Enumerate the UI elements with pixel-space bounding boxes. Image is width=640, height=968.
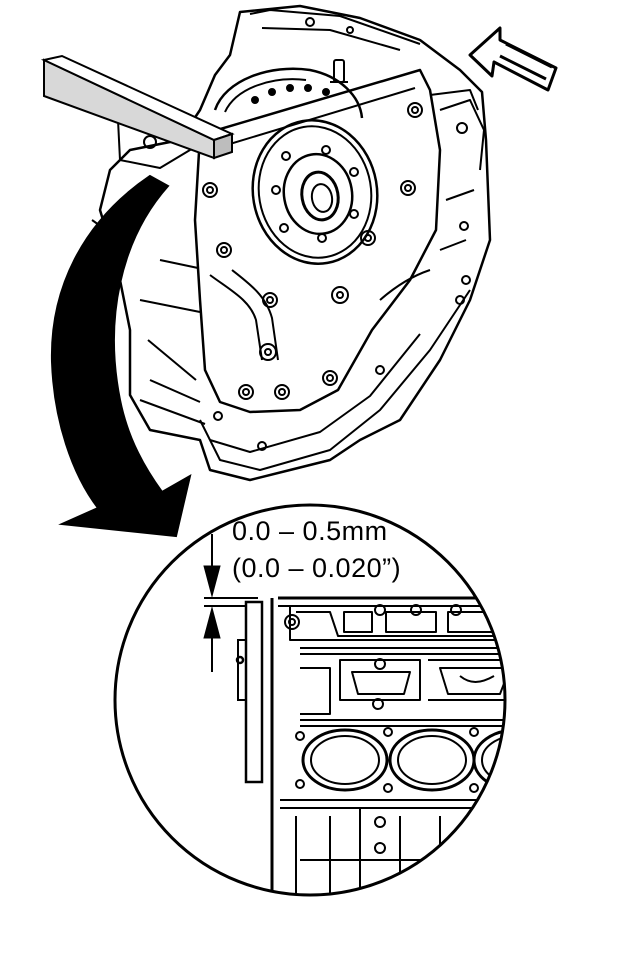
engine-block-illustration (91, 4, 492, 482)
clearance-spec-imperial: (0.0 – 0.020”) (232, 553, 402, 583)
curved-black-arrow-icon (50, 174, 192, 538)
straight-edge-tool (40, 54, 235, 160)
hollow-double-arrow-icon (468, 26, 558, 92)
opposing-arrows-icon (203, 534, 221, 672)
clearance-spec-metric: 0.0 – 0.5mm (232, 516, 388, 546)
